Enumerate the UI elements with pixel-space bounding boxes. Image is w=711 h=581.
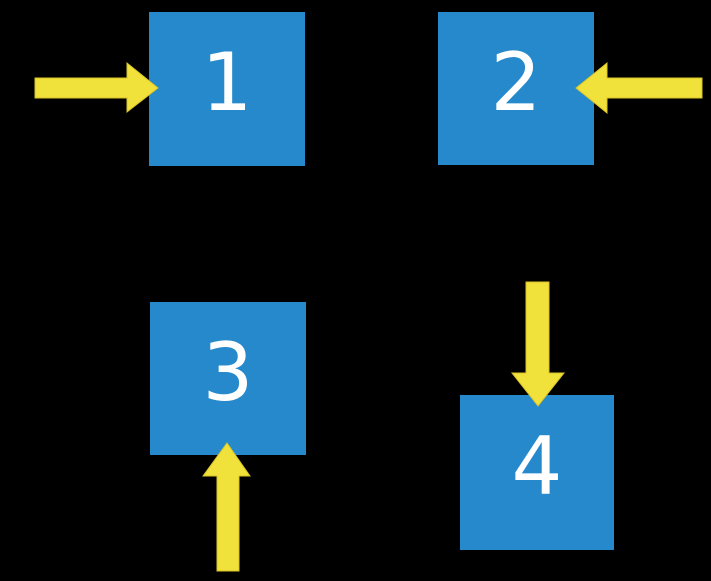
box-4-label: 4 xyxy=(511,419,563,513)
arrow-up-icon xyxy=(202,442,251,572)
arrow-left-icon xyxy=(575,61,703,115)
box-1[interactable]: 1 xyxy=(149,12,305,166)
box-3-label: 3 xyxy=(202,325,254,419)
box-2[interactable]: 2 xyxy=(438,12,594,165)
box-1-label: 1 xyxy=(201,36,253,129)
arrow-down-icon xyxy=(510,281,566,407)
box-4[interactable]: 4 xyxy=(460,395,614,550)
box-2-label: 2 xyxy=(490,35,542,129)
box-3[interactable]: 3 xyxy=(150,302,306,455)
arrow-right-icon xyxy=(34,61,159,114)
